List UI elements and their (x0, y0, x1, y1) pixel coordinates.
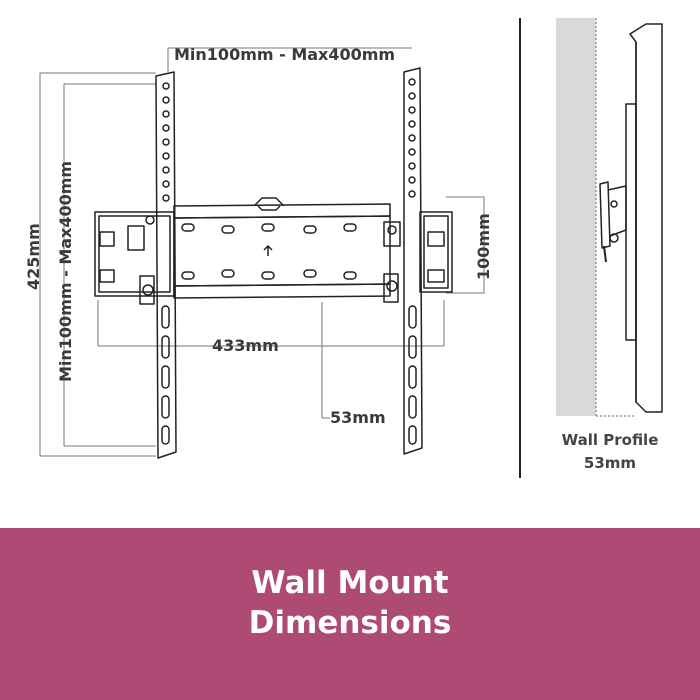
dim-line-53 (321, 302, 330, 419)
horizontal-bracket (94, 197, 453, 299)
side-profile-view (556, 18, 663, 417)
dim-line-433 (97, 300, 445, 347)
left-vertical-arm (127, 71, 177, 459)
banner-title-line1: Wall Mount (251, 565, 449, 601)
banner-title-line2: Dimensions (248, 605, 452, 641)
label-hole-spacing-vertical: Min100mm - Max400mm (56, 160, 75, 382)
label-hole-spacing-horizontal: Min100mm - Max400mm (174, 45, 396, 64)
dim-line-425 (39, 72, 156, 457)
dim-line-100 (446, 196, 485, 294)
mount-diagram: Min100mm - Max400mm Min100mm - Max400mm … (24, 18, 663, 478)
label-bracket-height: 100mm (474, 213, 493, 280)
label-overall-height: 425mm (24, 223, 43, 290)
wall-profile-caption: Wall Profile (561, 431, 659, 449)
label-depth: 53mm (330, 408, 386, 427)
wall-profile-depth: 53mm (583, 454, 637, 472)
right-vertical-arm (383, 67, 423, 455)
title-banner: Wall Mount Dimensions (0, 528, 700, 700)
label-bracket-width: 433mm (212, 336, 279, 355)
dim-line-vesa-vertical (63, 83, 156, 447)
diagram-drawing (39, 18, 663, 478)
